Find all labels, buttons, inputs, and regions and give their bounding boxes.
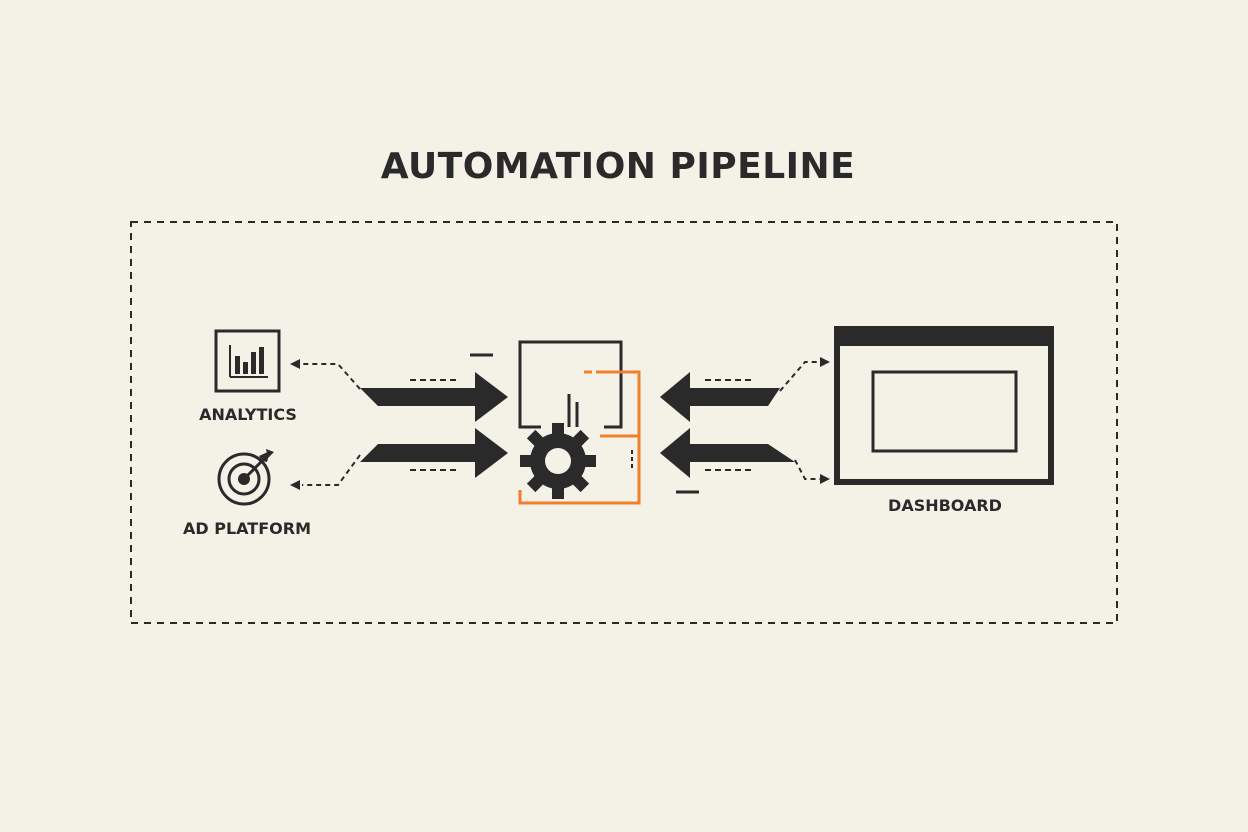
pipeline-boundary: [130, 221, 1118, 624]
diagram-title: AUTOMATION PIPELINE: [380, 146, 856, 187]
return-arrow-bottom: [660, 428, 795, 478]
dashboard-window-icon: [834, 326, 1054, 485]
dashboard-connector-bottom: [794, 459, 830, 484]
source-label-analytics: ANALYTICS: [199, 405, 297, 424]
destination-label-dashboard: DASHBOARD: [888, 496, 1002, 515]
source-connector-bottom: [290, 454, 361, 490]
inbound-arrow-bottom: [360, 428, 508, 478]
bar-chart-icon: [214, 329, 281, 393]
return-arrow-top: [660, 372, 780, 422]
target-icon: [217, 449, 274, 506]
source-connector-top: [290, 359, 361, 390]
processor-accent-bracket: [518, 370, 641, 505]
source-label-ad-platform: AD PLATFORM: [183, 519, 311, 538]
inbound-arrow-top: [360, 372, 508, 422]
dashboard-connector-top: [779, 357, 830, 392]
gear-icon: [520, 423, 596, 499]
processor-frame: [518, 340, 623, 429]
